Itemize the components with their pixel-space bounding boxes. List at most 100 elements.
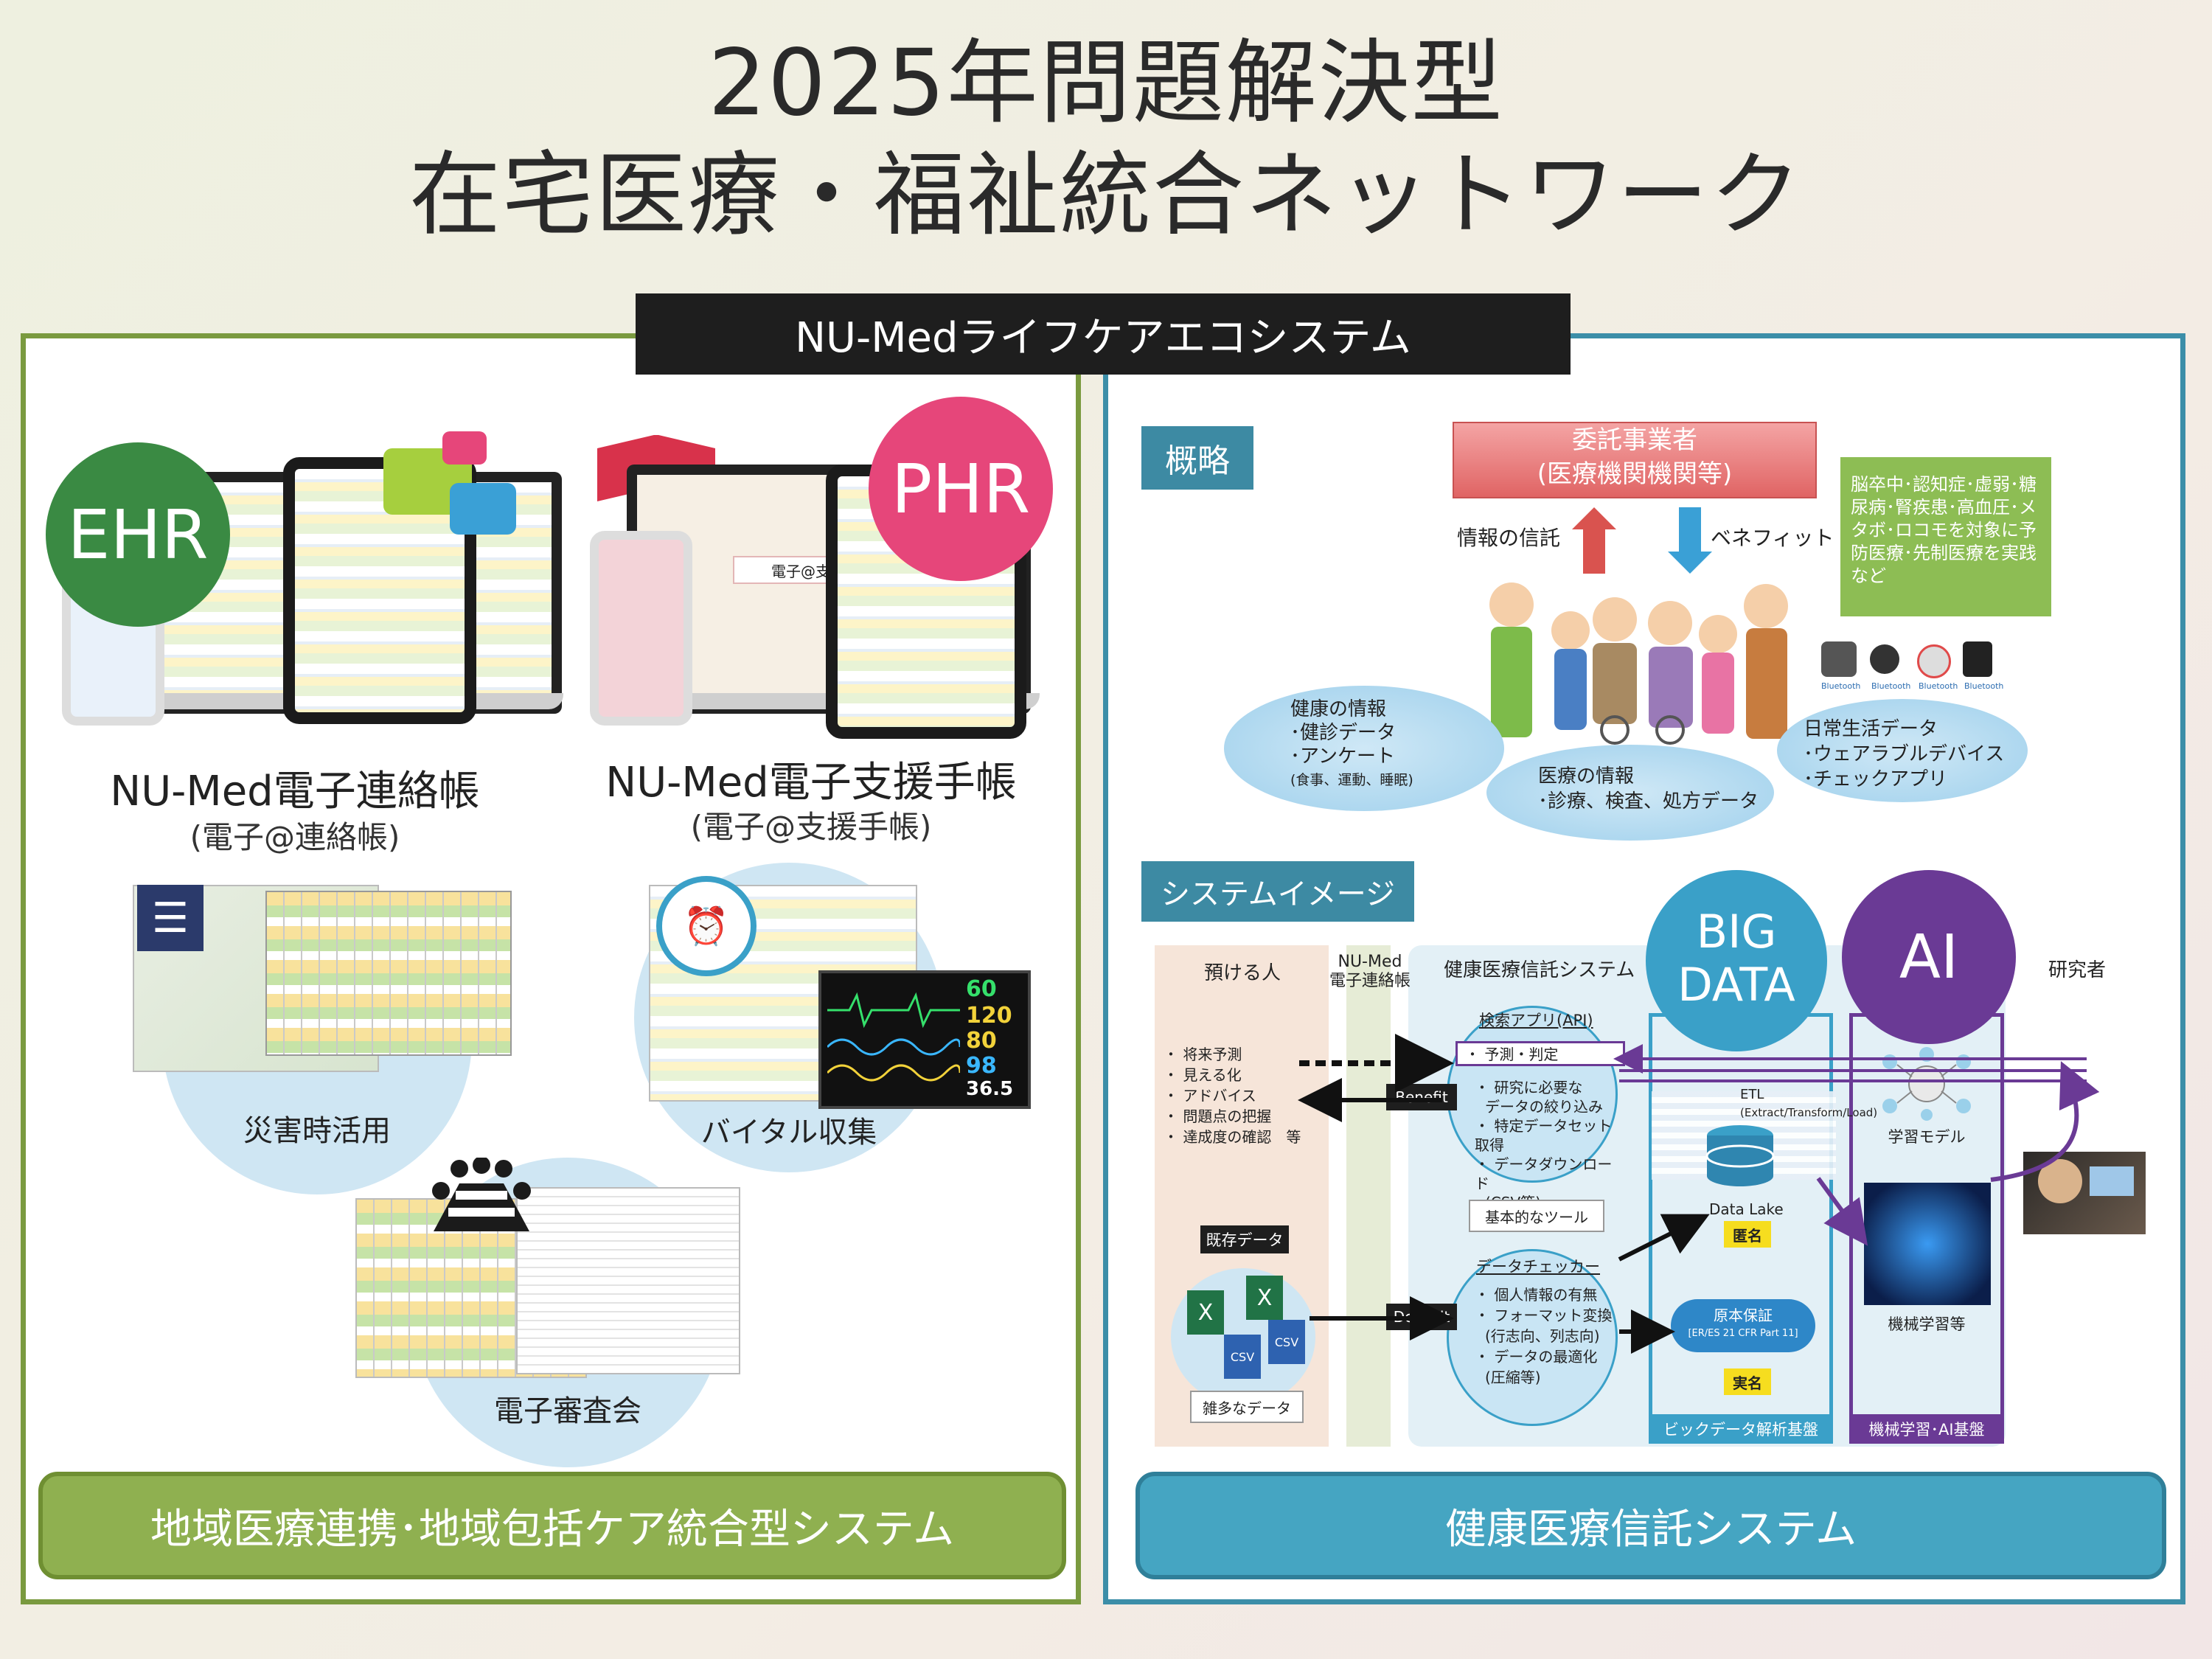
etl-line1: ETL — [1740, 1087, 1764, 1102]
vital-value: 120 — [966, 1003, 1012, 1029]
medical-info-bubble: 医療の情報 ･診療、検査、処方データ — [1486, 745, 1774, 841]
depositor-list: ・ 将来予測 ・ 見える化 ・ アドバイス ・ 問題点の把握 ・ 達成度の確認 … — [1164, 1044, 1333, 1147]
health-info-bubble: 健康の情報 ･健診データ ･アンケート (食事、運動、睡眠) — [1224, 686, 1504, 811]
depositor-item: ・ 問題点の把握 — [1164, 1107, 1272, 1125]
alarm-clock-icon: ⏰ — [656, 876, 757, 976]
phr-phone — [590, 531, 692, 726]
benefit-label: ベネフィット — [1711, 526, 1834, 550]
bigdata-footer: ビックデータ解析基盤 — [1649, 1414, 1833, 1444]
up-arrow-icon — [1572, 507, 1616, 574]
down-arrow-icon — [1668, 507, 1712, 574]
checker-item: ・ 個人情報の有無 — [1475, 1286, 1598, 1304]
search-api-item: ・ 特定データセット取得 — [1475, 1117, 1613, 1154]
trustee-box: 委託事業者 (医療機関機関等) — [1453, 422, 1817, 498]
vital-value: 36.5 — [966, 1078, 1014, 1100]
ehr-name: NU-Med電子連絡帳 — [110, 767, 480, 815]
phr-sub: (電子@支援手帳) — [690, 808, 932, 845]
bluetooth-label: Bluetooth — [1871, 681, 1911, 691]
phr-badge: PHR — [869, 397, 1053, 581]
ai-footer: 機械学習･AI基盤 — [1849, 1414, 2004, 1444]
medical-info-title: 医療の情報 — [1538, 765, 1635, 787]
vital-value: 98 — [966, 1053, 997, 1079]
depositor-item: ・ 達成度の確認 等 — [1164, 1128, 1301, 1146]
checker-title: データチェッカー — [1476, 1258, 1600, 1276]
blood-pressure-icon — [1963, 641, 1992, 677]
real-name-tag: 実名 — [1724, 1368, 1771, 1395]
original-cloud: 原本保証 [ER/ES 21 CFR Part 11] — [1671, 1299, 1815, 1352]
overview-tag: 概略 — [1141, 426, 1253, 490]
review-document — [516, 1187, 740, 1374]
scale-icon — [1821, 641, 1857, 677]
thermometer-icon — [1917, 644, 1951, 678]
etl-line2: (Extract/Transform/Load) — [1740, 1106, 1878, 1119]
daily-info-bubble: 日常生活データ ･ウェアラブルデバイス ･チェックアプリ — [1777, 699, 2028, 802]
ehr-sub: (電子@連絡帳) — [189, 818, 400, 855]
ml-label: 機械学習等 — [1888, 1315, 1966, 1333]
misc-data-tag: 雑多なデータ — [1190, 1391, 1304, 1423]
ai-badge: AI — [1842, 870, 2016, 1044]
learning-model-label: 学習モデル — [1888, 1128, 1966, 1146]
search-api-bubble — [1447, 1006, 1618, 1183]
health-info-title: 健康の情報 — [1290, 698, 1387, 720]
trust-arrows — [1572, 507, 1712, 574]
bluetooth-label: Bluetooth — [1821, 681, 1861, 691]
bluetooth-label: Bluetooth — [1919, 681, 1958, 691]
brain-icon — [1864, 1183, 1991, 1305]
meeting-icon — [432, 1158, 531, 1231]
daily-info-item: ･チェックアプリ — [1804, 768, 1948, 790]
building-icon: ☰ — [137, 885, 204, 951]
checker-item: ・ フォーマット変換 — [1475, 1307, 1613, 1324]
trustee-line2: (医療機関機関等) — [1537, 459, 1733, 489]
monitor-icon — [2090, 1166, 2134, 1196]
family-illustration — [1489, 582, 1788, 745]
nu-med-header: NU-Med 電子連絡帳 — [1327, 953, 1413, 991]
search-api-list: ・ 研究に必要な データの絞り込み ・ 特定データセット取得 ・ データダウンロ… — [1475, 1078, 1622, 1212]
learning-model-icon — [1882, 1047, 1971, 1121]
health-info-item: ･健診データ — [1290, 722, 1397, 744]
chat-bubble-icon — [450, 483, 516, 535]
researcher-label: 研究者 — [2048, 959, 2107, 981]
checker-item: (行志向、列志向) — [1485, 1327, 1600, 1345]
bigdata-badge: BIG DATA — [1646, 870, 1827, 1051]
health-info-note: (食事、運動、睡眠) — [1290, 772, 1413, 788]
nu-med-header-line1: NU-Med — [1338, 953, 1402, 971]
waveform-icon — [827, 992, 960, 1082]
depositor-item: ・ 見える化 — [1164, 1066, 1242, 1084]
watch-icon — [1870, 644, 1899, 674]
nu-med-header-line2: 電子連絡帳 — [1329, 972, 1411, 990]
daily-info-title: 日常生活データ — [1804, 718, 1938, 740]
checker-list: ・ 個人情報の有無 ・ フォーマット変換 (行志向、列志向) ・ データの最適化… — [1475, 1284, 1622, 1388]
trust-header: 健康医療信託システム — [1444, 959, 1635, 981]
chat-bubble-icon — [442, 431, 487, 465]
disaster-table — [265, 891, 512, 1056]
search-api-item: データの絞り込み — [1485, 1098, 1603, 1116]
vital-monitor: 60 120 80 98 36.5 — [818, 970, 1031, 1109]
trustee-line1: 委託事業者 — [1572, 425, 1697, 455]
vital-value: 60 — [966, 976, 997, 1002]
basic-tools: 基本的なツール — [1469, 1200, 1604, 1232]
title-line-1: 2025年問題解決型 — [708, 30, 1504, 136]
csv-icon: CSV — [1224, 1335, 1261, 1379]
ecosystem-label: NU-Medライフケアエコシステム — [636, 293, 1571, 375]
csv-icon: CSV — [1268, 1320, 1305, 1364]
vital-value: 80 — [966, 1028, 997, 1054]
existing-data-tag: 既存データ — [1200, 1225, 1289, 1253]
original-line2: [ER/ES 21 CFR Part 11] — [1688, 1328, 1798, 1339]
search-api-item: ・ データダウンロード — [1475, 1155, 1613, 1192]
vital-label: バイタル収集 — [700, 1116, 877, 1150]
data-lake-label: Data Lake — [1709, 1200, 1784, 1218]
depositor-header: 預ける人 — [1203, 961, 1281, 984]
checker-bubble — [1447, 1249, 1618, 1426]
excel-icon: X — [1187, 1290, 1224, 1335]
phr-name: NU-Med電子支援手帳 — [605, 758, 1017, 807]
flow-arrows — [1298, 1034, 2100, 1354]
checker-item: ・ データの最適化 — [1475, 1348, 1598, 1366]
wearable-devices: Bluetooth Bluetooth Bluetooth Bluetooth — [1821, 641, 2020, 693]
prediction-box: ・ 予測・判定 — [1455, 1041, 1625, 1066]
review-label: 電子審査会 — [494, 1394, 641, 1428]
system-tag: システムイメージ — [1141, 861, 1414, 922]
right-footer: 健康医療信託システム — [1135, 1472, 2166, 1579]
health-info-item: ･アンケート — [1290, 745, 1395, 768]
info-trust-label: 情報の信託 — [1457, 526, 1561, 550]
target-note: 脳卒中･認知症･虚弱･糖尿病･腎疾患･高血圧･メタボ･ロコモを対象に予防医療･先… — [1840, 457, 2051, 616]
